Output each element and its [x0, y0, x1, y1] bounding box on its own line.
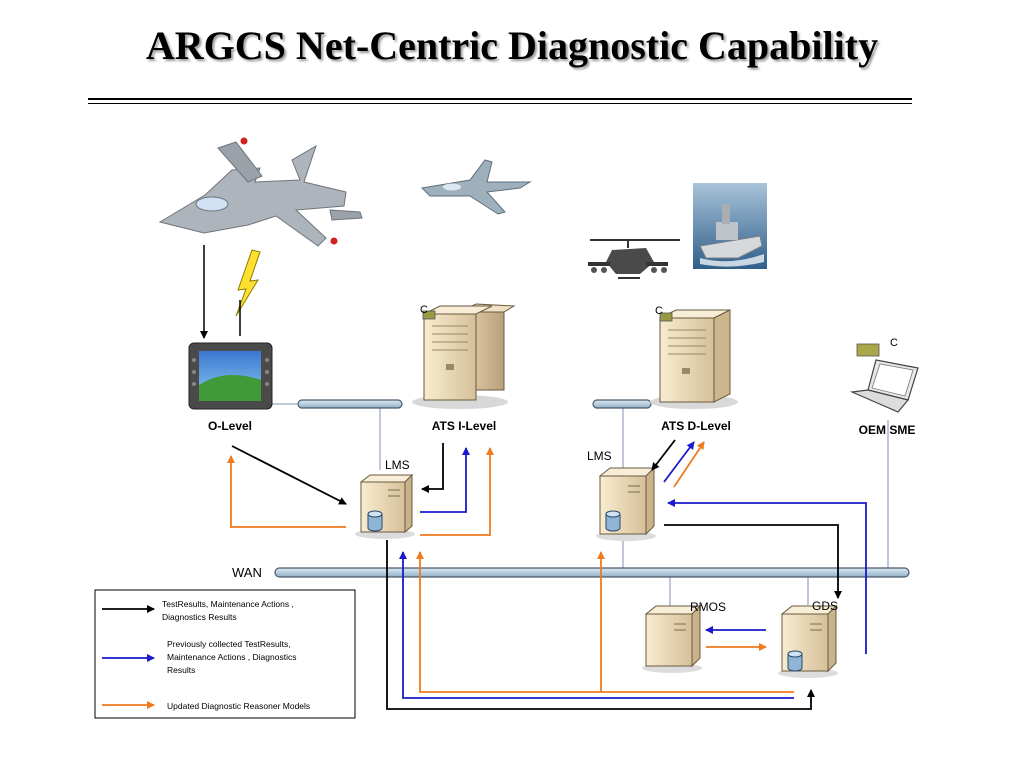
fighter-jet-icon — [158, 137, 363, 247]
lightning-icon — [235, 249, 261, 317]
ats-d-level-label: ATS D-Level — [661, 419, 731, 433]
gds-to-lmsleft-orange-arrow — [416, 551, 794, 693]
atsd-to-lms-arrow — [651, 439, 676, 471]
olevel-to-lms-arrow — [231, 445, 347, 505]
title-rule-top — [88, 98, 912, 100]
rmos-label: RMOS — [690, 600, 726, 614]
oem-sme-label: OEM SME — [859, 423, 916, 437]
lms-to-atsi-orange-arrow — [420, 447, 494, 536]
lms-to-atsd-orange-arrow — [673, 441, 705, 488]
ship-icon — [693, 183, 767, 269]
legend: TestResults, Maintenance Actions , Diagn… — [94, 589, 356, 719]
lms-to-atsi-blue-arrow — [420, 447, 470, 513]
legend-item-blue: Previously collected TestResults, Mainte… — [102, 639, 296, 675]
c-marker-oem: C — [890, 337, 898, 349]
wan-bus — [274, 567, 910, 578]
atsi-to-lms-arrow — [421, 443, 444, 493]
small-jet-icon — [420, 159, 532, 215]
flow-arrows — [227, 439, 867, 710]
slide-title: ARGCS Net-Centric Diagnostic Capability — [145, 23, 879, 68]
thin-connectors — [379, 405, 889, 610]
lms-to-atsd-blue-arrow — [663, 441, 695, 483]
legend-blue-line-3: Results — [167, 665, 195, 675]
gds-to-lmsleft-blue-arrow — [399, 551, 794, 699]
legend-blue-line-2: Maintenance Actions , Diagnostics — [167, 652, 296, 662]
wan-label: WAN — [232, 565, 262, 580]
ats-i-level-label: ATS I-Level — [432, 419, 496, 433]
helicopter-icon — [588, 239, 680, 279]
legend-item-black: TestResults, Maintenance Actions , Diagn… — [102, 599, 294, 622]
server-tower-icon — [412, 303, 516, 409]
rugged-tablet-icon — [188, 342, 273, 410]
legend-item-orange: Updated Diagnostic Reasoner Models — [102, 701, 310, 711]
legend-black-line-2: Diagnostics Results — [162, 612, 237, 622]
laptop-icon — [849, 343, 919, 413]
database-server-icon-right — [596, 466, 656, 541]
legend-orange-line-1: Updated Diagnostic Reasoner Models — [167, 701, 310, 711]
gds-to-lms-blue-arrow — [667, 499, 867, 654]
lms-to-olevel-orange-arrow — [227, 455, 346, 528]
title-rule-bottom — [88, 103, 912, 104]
rmos-server-icon — [642, 604, 702, 673]
legend-blue-line-1: Previously collected TestResults, — [167, 639, 291, 649]
lan-bus-right — [592, 399, 652, 409]
server-tower-icon-d — [650, 309, 738, 409]
c-marker-d: C — [655, 305, 663, 317]
o-level-label: O-Level — [208, 419, 252, 433]
legend-box — [94, 589, 356, 719]
lms-right-label: LMS — [587, 449, 612, 463]
lms-to-gds-arrow — [664, 524, 842, 599]
legend-black-line-1: TestResults, Maintenance Actions , — [162, 599, 294, 609]
c-marker-i: C — [420, 304, 428, 316]
lmsleft-to-gds-arrow — [386, 540, 815, 710]
gds-label: GDS — [812, 599, 838, 613]
gds-server-icon — [778, 604, 838, 678]
database-server-icon — [355, 473, 415, 539]
lan-bus-left — [297, 399, 403, 409]
lms-left-label: LMS — [385, 458, 410, 472]
